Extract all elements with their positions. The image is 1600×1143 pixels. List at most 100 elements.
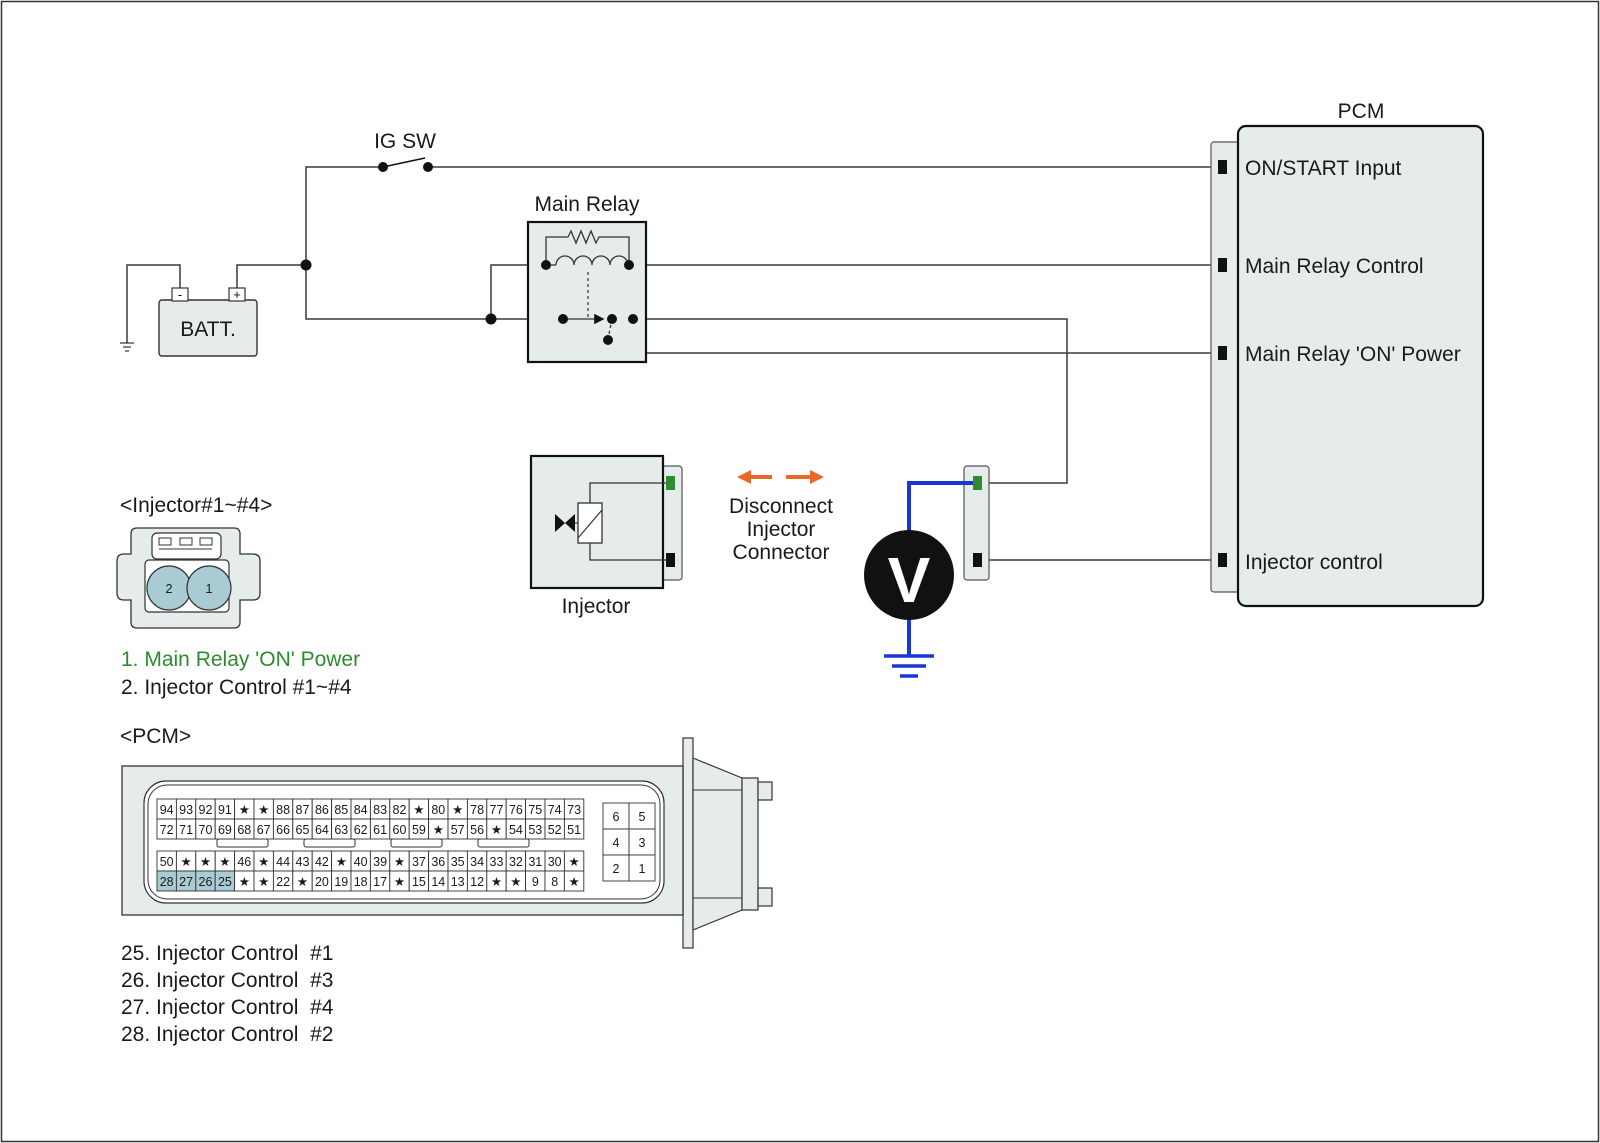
pcm-small-pin-cell: [628, 854, 656, 882]
pcm-pin-label: 60: [393, 823, 407, 837]
pcm-small-pin-cell: [628, 802, 656, 830]
pcm-pin-label: 61: [373, 823, 387, 837]
injector-legend-2: 2. Injector Control #1~#4: [121, 676, 352, 699]
pcm-small-pin-label: 5: [639, 810, 646, 824]
pcm-pin-label: ★: [510, 875, 521, 889]
pcm-pin-label: 94: [160, 803, 174, 817]
harness-connector: [963, 465, 990, 581]
pcm-pin-label: 22: [276, 875, 290, 889]
pcm-pin-label: 15: [412, 875, 426, 889]
pcm-pin-label: 85: [334, 803, 348, 817]
pcm-pin-label: 25: [218, 875, 232, 889]
injector-terminal-control: [666, 553, 675, 567]
pcm-pin-on-start: ON/START Input: [1245, 157, 1402, 180]
voltmeter: V: [864, 481, 973, 656]
pcm-terminal-main-relay-on-power: [1218, 346, 1227, 360]
pcm-pin-label: ★: [258, 803, 269, 817]
pcm-pin-label: 66: [276, 823, 290, 837]
pcm-pin-label: 17: [373, 875, 387, 889]
pcm-pin-label: ★: [336, 855, 347, 869]
injector-terminal-power: [666, 476, 675, 490]
pcm-pin-label: 37: [412, 855, 426, 869]
pcm-pin-label: ★: [258, 875, 269, 889]
pcm-pin-label: 65: [296, 823, 310, 837]
pcm-pin-label: 54: [509, 823, 523, 837]
pcm-legend-25: 25. Injector Control #1: [121, 942, 333, 965]
pcm-pin-label: 69: [218, 823, 232, 837]
pcm-terminal-main-relay-control: [1218, 258, 1227, 272]
pcm-terminal-injector-control: [1218, 553, 1227, 567]
pcm-pin-label: 32: [509, 855, 523, 869]
battery-positive-label: +: [233, 287, 241, 302]
pcm-pin-label: 33: [490, 855, 504, 869]
ignition-switch: IG SW: [374, 130, 436, 172]
injector-pin-1: [186, 565, 232, 611]
main-relay-label: Main Relay: [534, 193, 640, 216]
pcm-pin-label: ★: [433, 823, 444, 837]
pcm-pin-label: ★: [180, 855, 191, 869]
pcm-pin-label: 50: [160, 855, 174, 869]
pcm-pin-label: 84: [354, 803, 368, 817]
meter-ground-icon: [884, 654, 934, 678]
main-relay: Main Relay: [526, 193, 648, 364]
pcm-pin-label: ★: [568, 875, 579, 889]
pcm-pin-label: 88: [276, 803, 290, 817]
pcm-pin-label: 91: [218, 803, 232, 817]
pcm-pin-label: ★: [239, 803, 250, 817]
pcm-pin-label: 57: [451, 823, 465, 837]
pcm-legend-26: 26. Injector Control #3: [121, 969, 333, 992]
pcm-small-pin-label: 3: [639, 836, 646, 850]
injector: Injector: [529, 454, 683, 618]
pcm-pin-label: 39: [373, 855, 387, 869]
pcm-small-pin-cell: [628, 828, 656, 856]
disconnect-line-2: Injector: [747, 518, 816, 541]
pcm-pin-label: 56: [470, 823, 484, 837]
pcm-module: PCM ON/START Input Main Relay Control Ma…: [1210, 100, 1485, 608]
pcm-pin-label: ★: [413, 803, 424, 817]
pcm-pin-label: 26: [199, 875, 213, 889]
pcm-pin-label: ★: [219, 855, 230, 869]
pcm-pin-label: 13: [451, 875, 465, 889]
pcm-pin-label: 43: [296, 855, 310, 869]
pcm-pin-label: 42: [315, 855, 329, 869]
voltmeter-label: V: [888, 544, 931, 616]
pcm-pin-label: 67: [257, 823, 271, 837]
pcm-pin-label: 68: [237, 823, 251, 837]
pcm-pin-label: 9: [532, 875, 539, 889]
pcm-small-pin-label: 1: [639, 862, 646, 876]
disconnect-arrows-icon: [737, 470, 824, 484]
pcm-small-pin-label: 6: [613, 810, 620, 824]
pcm-pin-label: 31: [528, 855, 542, 869]
pcm-pin-label: 51: [567, 823, 581, 837]
pcm-pin-label: 28: [160, 875, 174, 889]
pcm-pin-main-relay-on-power: Main Relay 'ON' Power: [1245, 343, 1461, 366]
injector-connector-title: <Injector#1~#4>: [120, 494, 272, 517]
pcm-pin-label: 63: [334, 823, 348, 837]
pcm-pin-label: 86: [315, 803, 329, 817]
pcm-pin-label: 36: [431, 855, 445, 869]
pcm-pin-label: 44: [276, 855, 290, 869]
pcm-pin-label: ★: [394, 855, 405, 869]
pcm-pin-label: 76: [509, 803, 523, 817]
pcm-pin-label: ★: [568, 855, 579, 869]
pcm-pin-label: 12: [470, 875, 484, 889]
ig-sw-label: IG SW: [374, 130, 436, 153]
pcm-pin-label: 82: [393, 803, 407, 817]
junction-dots: [300, 259, 497, 325]
battery-ground-icon: [120, 342, 134, 352]
pcm-small-pin-cell: [602, 802, 630, 830]
disconnect-line-3: Connector: [733, 541, 830, 564]
pcm-connector-legend: 25. Injector Control #1 26. Injector Con…: [121, 942, 334, 1046]
injector-label: Injector: [562, 595, 631, 618]
pcm-pin-cell: [563, 870, 585, 892]
pcm-pin-label: 71: [179, 823, 193, 837]
battery-negative-label: -: [178, 287, 182, 302]
pcm-pin-label: 73: [567, 803, 581, 817]
injector-legend-1: 1. Main Relay 'ON' Power: [121, 648, 360, 671]
battery: - + BATT.: [158, 287, 258, 357]
disconnect-line-1: Disconnect: [729, 495, 833, 518]
injector-pin-2-label: 2: [166, 582, 173, 596]
pcm-pin-label: 75: [528, 803, 542, 817]
